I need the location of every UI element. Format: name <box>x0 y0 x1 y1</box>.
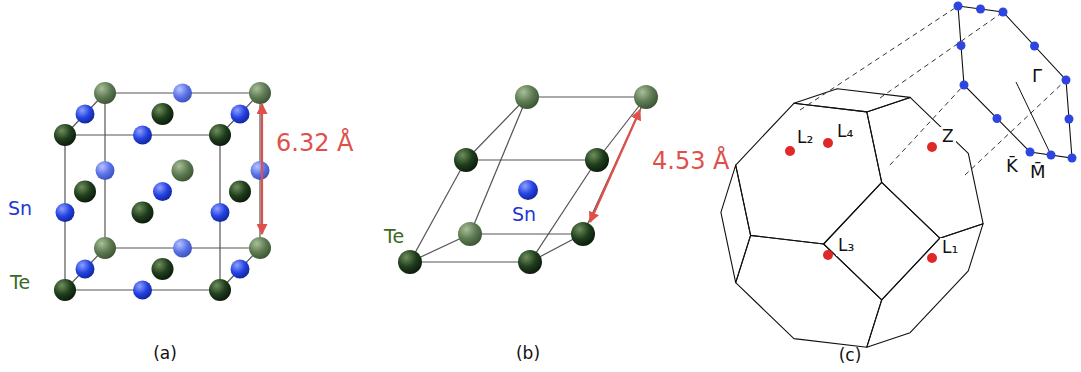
sn-atom <box>173 84 192 103</box>
te-atom <box>249 82 271 104</box>
surface-bz <box>958 6 1072 158</box>
panel-label: (a) <box>153 344 177 364</box>
point-label: M̄ <box>1028 162 1048 183</box>
sn-atom <box>518 180 538 200</box>
cell-edge <box>410 160 466 262</box>
te-atom <box>229 181 251 203</box>
te-atom <box>458 222 482 246</box>
te-atom <box>571 222 595 246</box>
atom-label: Te <box>10 272 30 294</box>
sn-atom <box>133 126 152 145</box>
dimension-label: 4.53 Å <box>652 148 729 176</box>
sn-atom <box>76 105 95 124</box>
k-point-dot <box>999 8 1008 17</box>
projection-line <box>800 6 958 110</box>
te-atom <box>152 103 174 125</box>
bz-face <box>824 182 940 300</box>
te-atom <box>398 250 422 274</box>
te-atom <box>209 124 231 146</box>
dimension-arrow <box>590 110 640 222</box>
point-label: L₄ <box>835 122 855 142</box>
high-symmetry-point <box>823 138 833 148</box>
k-point-dot <box>954 2 963 11</box>
k-point-dot <box>1065 115 1074 124</box>
bz-face <box>721 165 751 283</box>
te-atom <box>132 202 154 224</box>
panel-label: (c) <box>839 346 862 366</box>
point-label: L₂ <box>795 128 815 148</box>
k-point-dot <box>976 5 985 14</box>
high-symmetry-point <box>927 142 937 152</box>
atom-label: Sn <box>8 198 32 220</box>
point-label: L₁ <box>940 238 960 258</box>
cell-edge <box>527 96 646 97</box>
te-atom <box>54 279 76 301</box>
panel-label: (b) <box>516 344 540 364</box>
k-point-dot <box>960 81 969 90</box>
projection-line <box>890 85 964 165</box>
k-point-dot <box>1047 151 1056 160</box>
te-atom <box>94 237 116 259</box>
bz-face <box>736 103 882 244</box>
cell-edge <box>583 97 646 234</box>
sn-atom <box>96 161 115 180</box>
point-label: L₃ <box>836 236 856 256</box>
high-symmetry-point <box>927 253 937 263</box>
te-atom <box>209 279 231 301</box>
te-atom <box>454 148 478 172</box>
te-atom <box>585 148 609 172</box>
te-atom <box>172 160 194 182</box>
point-label: Γ̄ <box>1030 66 1044 87</box>
projection-line <box>880 12 1003 98</box>
k-point-dot <box>1068 154 1077 163</box>
k-point-dot <box>957 41 966 50</box>
te-atom <box>515 85 539 109</box>
dimension-label: 6.32 Å <box>276 130 353 158</box>
surface-bz-line <box>1016 82 1051 155</box>
sn-atom <box>173 239 192 258</box>
k-point-dot <box>993 114 1002 123</box>
sn-atom <box>231 260 250 279</box>
bz-face <box>867 97 983 238</box>
point-label: K̄ <box>1004 156 1020 177</box>
te-atom <box>94 82 116 104</box>
k-point-dot <box>1026 148 1035 157</box>
cell-edge <box>470 233 583 234</box>
sn-atom <box>153 182 172 201</box>
atom-label: Sn <box>512 204 536 226</box>
sn-atom <box>251 161 270 180</box>
bz-face <box>794 89 910 112</box>
dimension-arrow <box>261 104 263 234</box>
sn-atom <box>133 281 152 300</box>
sn-atom <box>76 260 95 279</box>
bz-face <box>867 224 983 348</box>
k-point-dot <box>1030 42 1039 51</box>
k-point-dot <box>1062 76 1071 85</box>
te-atom <box>74 181 96 203</box>
high-symmetry-point <box>785 146 795 156</box>
te-atom <box>152 258 174 280</box>
sn-atom <box>231 105 250 124</box>
high-symmetry-point <box>823 250 833 260</box>
bz-face <box>736 235 882 347</box>
cell-edge <box>466 97 527 160</box>
sn-atom <box>56 203 75 222</box>
sn-atom <box>211 203 230 222</box>
cell-edge <box>530 160 597 262</box>
te-atom <box>634 85 658 109</box>
te-atom <box>249 237 271 259</box>
cell-edge <box>466 159 597 160</box>
cell-edge <box>410 261 530 262</box>
te-atom <box>518 250 542 274</box>
te-atom <box>54 124 76 146</box>
atom-label: Te <box>384 226 404 248</box>
point-label: Z <box>940 127 956 147</box>
